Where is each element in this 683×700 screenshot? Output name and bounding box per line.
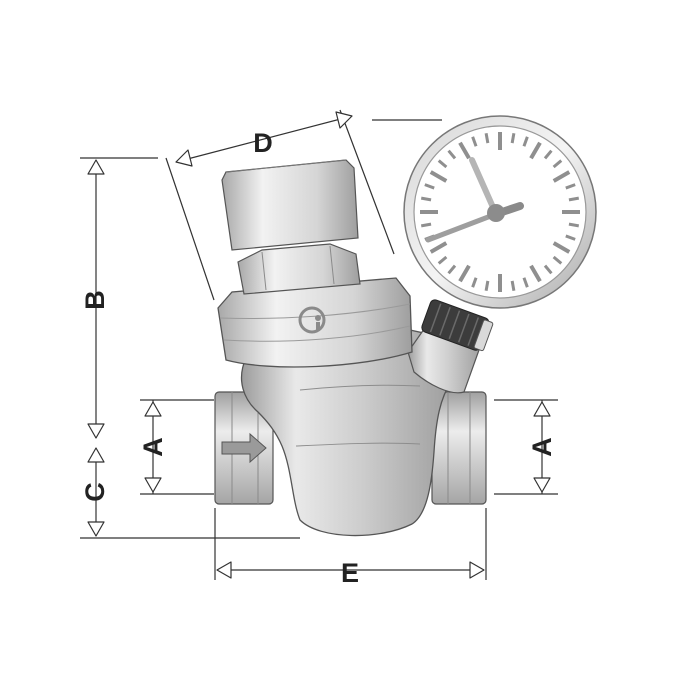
valve-head xyxy=(217,277,413,368)
gauge-connector xyxy=(421,299,494,352)
gauge-tick xyxy=(484,132,490,144)
dimension-a-left: A xyxy=(138,399,214,495)
dimension-c: C xyxy=(80,447,300,539)
gauge-tick xyxy=(552,241,571,254)
gauge-tick xyxy=(429,170,448,183)
dimension-label-a-right: A xyxy=(527,437,557,457)
gauge-scale xyxy=(420,132,580,292)
gauge-hub xyxy=(487,204,505,222)
dimension-d: D xyxy=(165,109,442,301)
gauge-tick xyxy=(510,132,516,144)
gauge-tick xyxy=(543,149,553,160)
gauge-tick xyxy=(543,264,553,275)
gauge-tick xyxy=(420,222,432,228)
gauge-tick xyxy=(471,136,478,147)
gauge-tick xyxy=(552,170,571,183)
gauge-tick xyxy=(437,159,448,169)
gauge-tick xyxy=(568,222,580,228)
gauge-needle-long xyxy=(425,211,499,243)
gauge-tick xyxy=(510,280,516,292)
dimension-label-b: B xyxy=(80,290,110,310)
pressure-gauge-icon xyxy=(403,115,597,309)
dimension-label-d: D xyxy=(253,128,273,158)
outlet-port xyxy=(431,391,487,505)
gauge-tick xyxy=(458,141,471,160)
gauge-tick xyxy=(420,196,432,202)
dimension-a-right: A xyxy=(494,399,558,495)
dimension-e: E xyxy=(214,508,487,588)
gauge-tick xyxy=(484,280,490,292)
brand-logo-icon xyxy=(298,306,326,334)
gauge-tick xyxy=(424,183,435,190)
dimension-label-a-left: A xyxy=(138,437,168,457)
gauge-tick xyxy=(552,159,563,169)
gauge-tick xyxy=(458,264,471,283)
pressure-reducing-valve xyxy=(214,159,494,537)
gauge-tick xyxy=(522,136,529,147)
top-cap xyxy=(221,159,359,251)
gauge-tick xyxy=(529,264,542,283)
gauge-tick xyxy=(522,277,529,288)
gauge-tick xyxy=(565,183,576,190)
gauge-tick xyxy=(429,241,448,254)
flow-direction-arrow-icon xyxy=(221,432,267,464)
gauge-tick xyxy=(568,196,580,202)
dimension-b: B xyxy=(80,157,158,439)
gauge-tick xyxy=(447,149,457,160)
dimension-label-e: E xyxy=(341,558,359,588)
gauge-tick xyxy=(447,264,457,275)
gauge-tick xyxy=(529,141,542,160)
hex-nut xyxy=(237,243,361,295)
gauge-tick xyxy=(552,255,563,265)
dimension-label-c: C xyxy=(80,482,110,502)
gauge-tick xyxy=(471,277,478,288)
gauge-tick xyxy=(565,234,576,241)
gauge-tick xyxy=(437,255,448,265)
